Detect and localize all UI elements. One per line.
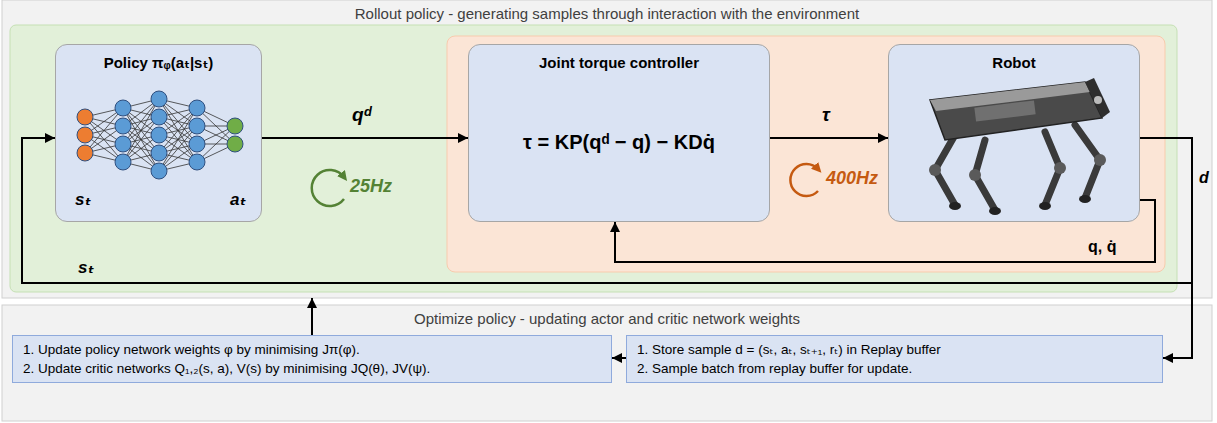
loop-rate: 400Hz	[826, 168, 878, 190]
input-label: sₜ	[75, 190, 91, 210]
network-neuron	[227, 136, 243, 152]
rollout-band	[2, 0, 1212, 298]
network-neuron	[151, 109, 167, 125]
quadruped-robot	[929, 78, 1110, 215]
network-neuron	[115, 136, 131, 152]
network-neuron	[227, 118, 243, 134]
network-neuron	[115, 154, 131, 170]
neural-network	[77, 91, 243, 179]
box-title: Rollout policy - generating samples thro…	[8, 4, 1206, 24]
signal-label: q, q̇	[1088, 237, 1116, 256]
network-neuron	[115, 118, 131, 134]
step-text: 2. Sample batch from replay buffer for u…	[637, 360, 1152, 378]
step-text: 1. Store sample d = (sₜ, aₜ, sₜ₊₁, rₜ) i…	[637, 341, 1152, 359]
output-label: aₜ	[230, 190, 246, 210]
box-title: Policy πᵩ(aₜ|sₜ)	[62, 53, 255, 73]
signal-label: qᵈ	[352, 104, 372, 127]
signal-label: sₜ	[78, 258, 94, 278]
loop-rate-arrow	[312, 170, 344, 206]
step-text: 1. Update policy network weights φ by mi…	[23, 341, 601, 359]
network-neuron	[189, 118, 205, 134]
process-box: Joint torque controller τ = KP(qᵈ − q) − …	[468, 44, 770, 222]
loop-rate-arrow	[790, 164, 818, 196]
step-text: 2. Update critic networks Q₁,₂(s, a), V(…	[23, 360, 601, 378]
step-list-box: 1. Store sample d = (sₜ, aₜ, sₜ₊₁, rₜ) i…	[626, 335, 1163, 383]
box-title: Joint torque controller	[475, 53, 763, 73]
process-box: Robot	[888, 44, 1140, 222]
outer-loop-panel	[10, 25, 1177, 292]
inner-loop-panel	[447, 36, 1165, 272]
step-list-box: 1. Update policy network weights φ by mi…	[12, 335, 612, 383]
network-neuron	[189, 136, 205, 152]
panel-band: Rollout policy - generating samples thro…	[2, 0, 1212, 298]
box-title: Robot	[895, 53, 1133, 73]
signal-label: τ	[822, 104, 830, 127]
network-neuron	[151, 145, 167, 161]
loop-rate: 25Hz	[350, 176, 392, 198]
network-neuron	[189, 100, 205, 116]
connector-arrow	[612, 357, 626, 359]
formula: τ = KP(qᵈ − q) − KDq̇	[475, 129, 763, 155]
panel-band: Optimize policy - updating actor and cri…	[2, 305, 1212, 421]
box-title: Optimize policy - updating actor and cri…	[8, 309, 1206, 329]
network-neuron	[151, 127, 167, 143]
connector-arrow	[1140, 138, 1192, 358]
optimize-band	[2, 305, 1212, 421]
signal-label: d	[1199, 168, 1209, 187]
network-neuron	[77, 109, 93, 125]
network-neuron	[151, 163, 167, 179]
network-neuron	[77, 145, 93, 161]
network-neuron	[151, 91, 167, 107]
connector-arrow	[262, 137, 468, 139]
network-neuron	[77, 127, 93, 143]
network-neuron	[115, 100, 131, 116]
connector-arrow	[770, 137, 888, 139]
network-neuron	[189, 154, 205, 170]
connector-arrow	[311, 298, 313, 335]
